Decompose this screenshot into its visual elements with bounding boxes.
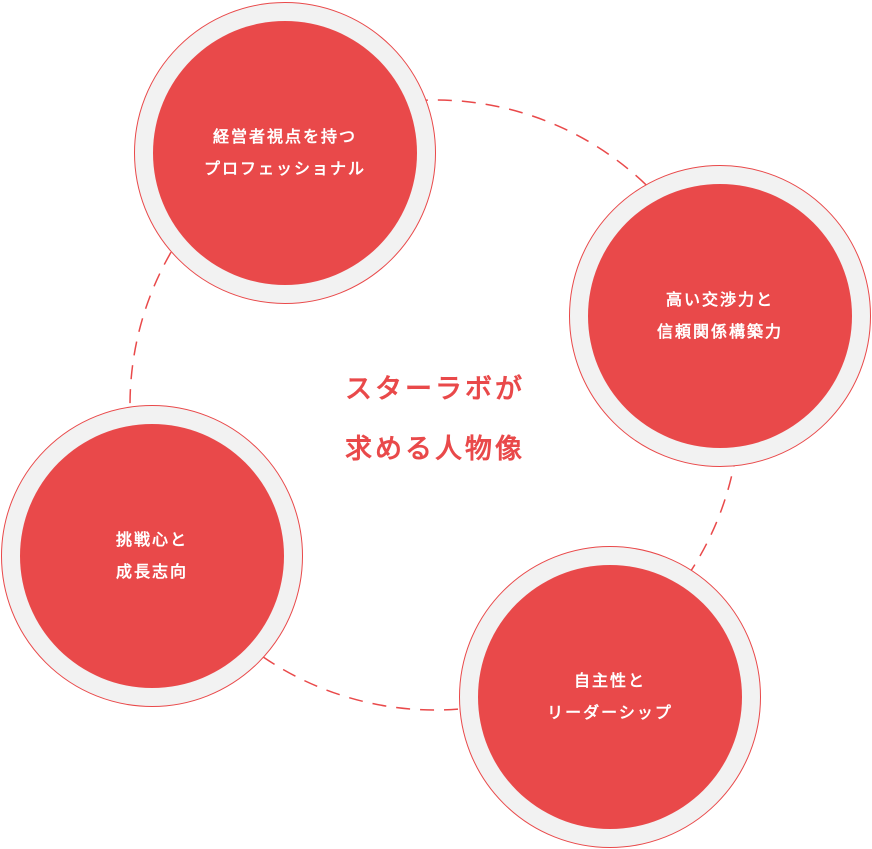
trait-label-line2: 成長志向 (115, 562, 188, 581)
trait-label-line2: 信頼関係構築力 (656, 322, 783, 341)
trait-label-line1: 自主性と (573, 671, 646, 690)
trait-label-line1: 高い交渉力と (665, 290, 774, 309)
trait-circle-leadership: 自主性とリーダーシップ (459, 546, 761, 848)
trait-circle-professional: 経営者視点を持つプロフェッショナル (134, 2, 436, 304)
center-title-line1: スターラボが (345, 374, 525, 405)
center-title-line2: 求める人物像 (345, 434, 525, 465)
trait-label-line1: 挑戦心と (115, 530, 188, 549)
trait-label-line2: プロフェッショナル (203, 159, 366, 178)
trait-circle-challenge: 挑戦心と成長志向 (1, 405, 303, 707)
trait-circle-negotiation: 高い交渉力と信頼関係構築力 (569, 165, 871, 467)
center-title: スターラボが 求める人物像 (300, 360, 570, 480)
trait-label-line1: 経営者視点を持つ (212, 127, 357, 146)
trait-label-line2: リーダーシップ (547, 703, 673, 722)
